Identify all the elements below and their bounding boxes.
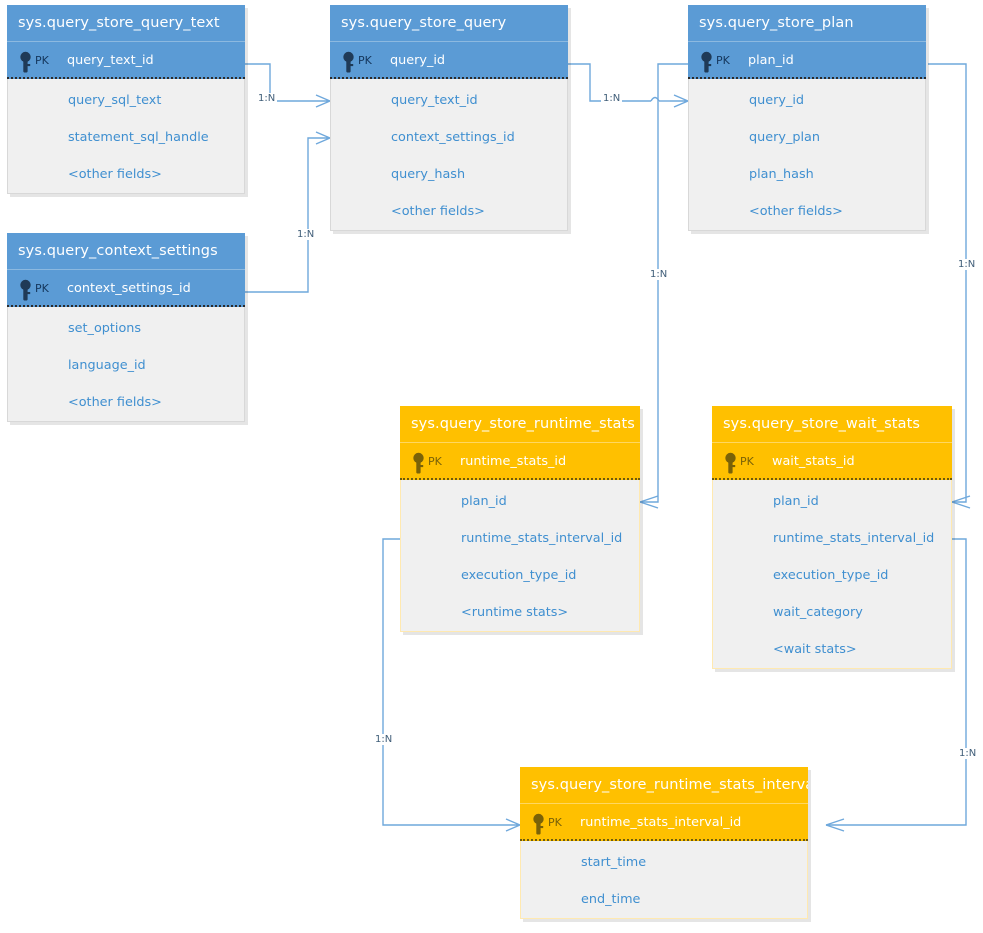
primary-key-icon xyxy=(341,51,361,73)
connector-plan-to-runtime-stats xyxy=(639,63,688,509)
field-row: plan_hash xyxy=(749,167,814,182)
pk-tag: PK xyxy=(740,455,754,468)
entity-query-store-runtime-stats-interval[interactable]: sys.query_store_runtime_stats_interval P… xyxy=(520,767,811,922)
pk-row-query-store-runtime-stats-interval: PK runtime_stats_interval_id xyxy=(520,804,808,841)
field-list-query-store-runtime-stats-interval: start_time end_time xyxy=(520,841,808,919)
pk-row-query-store-query-text: PK query_text_id xyxy=(7,42,245,79)
entity-title-query-store-query-text: sys.query_store_query_text xyxy=(7,5,245,42)
field-row: execution_type_id xyxy=(461,568,577,583)
field-list-query-store-plan: query_id query_plan plan_hash <other fie… xyxy=(688,79,926,231)
pk-field-name: wait_stats_id xyxy=(772,454,855,469)
pk-field-name: context_settings_id xyxy=(67,281,191,296)
pk-field-name: query_text_id xyxy=(67,53,154,68)
entity-query-store-query-text[interactable]: sys.query_store_query_text PK query_text… xyxy=(7,5,248,197)
pk-tag: PK xyxy=(35,54,49,67)
pk-field-name: runtime_stats_id xyxy=(460,454,567,469)
pk-field-name: query_id xyxy=(390,53,446,68)
cardinality-label-plan-runtime: 1:N xyxy=(648,269,670,280)
primary-key-icon xyxy=(699,51,719,73)
field-row: <other fields> xyxy=(749,204,843,219)
primary-key-icon xyxy=(531,813,551,835)
field-row: <other fields> xyxy=(391,204,485,219)
field-row: plan_id xyxy=(461,494,507,509)
pk-row-query-store-runtime-stats: PK runtime_stats_id xyxy=(400,443,640,480)
field-row: statement_sql_handle xyxy=(68,130,209,145)
field-row: query_text_id xyxy=(391,93,478,108)
pk-row-query-store-plan: PK plan_id xyxy=(688,42,926,79)
field-row: runtime_stats_interval_id xyxy=(461,531,623,546)
field-row: query_plan xyxy=(749,130,820,145)
pk-tag: PK xyxy=(428,455,442,468)
pk-tag: PK xyxy=(35,282,49,295)
entity-query-context-settings[interactable]: sys.query_context_settings PK context_se… xyxy=(7,233,248,425)
field-row: <other fields> xyxy=(68,167,162,182)
entity-title-query-store-wait-stats: sys.query_store_wait_stats xyxy=(712,406,952,443)
pk-tag: PK xyxy=(716,54,730,67)
primary-key-icon xyxy=(18,51,38,73)
connector-context-to-query xyxy=(245,131,331,293)
cardinality-label-plan-wait: 1:N xyxy=(956,259,978,270)
primary-key-icon xyxy=(18,279,38,301)
entity-title-query-store-runtime-stats: sys.query_store_runtime_stats xyxy=(400,406,640,443)
field-row: language_id xyxy=(68,358,146,373)
cardinality-label-interval-runtime: 1:N xyxy=(373,734,395,745)
field-row: runtime_stats_interval_id xyxy=(773,531,935,546)
field-list-query-store-query-text: query_sql_text statement_sql_handle <oth… xyxy=(7,79,245,194)
entity-query-store-wait-stats[interactable]: sys.query_store_wait_stats PK wait_stats… xyxy=(712,406,955,672)
field-row: <other fields> xyxy=(68,395,162,410)
field-list-query-store-query: query_text_id context_settings_id query_… xyxy=(330,79,568,231)
field-row: query_sql_text xyxy=(68,93,162,108)
entity-title-query-store-query: sys.query_store_query xyxy=(330,5,568,42)
pk-row-query-store-wait-stats: PK wait_stats_id xyxy=(712,443,952,480)
field-row: <wait stats> xyxy=(773,642,857,657)
pk-field-name: plan_id xyxy=(748,53,794,68)
pk-row-query-context-settings: PK context_settings_id xyxy=(7,270,245,307)
cardinality-label-context-query: 1:N xyxy=(295,229,317,240)
field-row: end_time xyxy=(581,892,641,907)
primary-key-icon xyxy=(723,452,743,474)
pk-tag: PK xyxy=(358,54,372,67)
cardinality-label-query-plan: 1:N xyxy=(601,93,623,104)
entity-title-query-context-settings: sys.query_context_settings xyxy=(7,233,245,270)
field-row: wait_category xyxy=(773,605,863,620)
field-row: context_settings_id xyxy=(391,130,515,145)
entity-query-store-plan[interactable]: sys.query_store_plan PK plan_id query_id… xyxy=(688,5,929,234)
cardinality-label-text-query: 1:N xyxy=(256,93,278,104)
field-list-query-context-settings: set_options language_id <other fields> xyxy=(7,307,245,422)
pk-field-name: runtime_stats_interval_id xyxy=(580,815,742,830)
entity-title-query-store-runtime-stats-interval: sys.query_store_runtime_stats_interval xyxy=(520,767,808,804)
pk-row-query-store-query: PK query_id xyxy=(330,42,568,79)
entity-query-store-runtime-stats[interactable]: sys.query_store_runtime_stats PK runtime… xyxy=(400,406,643,635)
field-list-query-store-wait-stats: plan_id runtime_stats_interval_id execut… xyxy=(712,480,952,669)
field-row: query_id xyxy=(749,93,805,108)
connector-query-to-plan xyxy=(568,63,689,108)
pk-tag: PK xyxy=(548,816,562,829)
field-row: plan_id xyxy=(773,494,819,509)
field-row: <runtime stats> xyxy=(461,605,569,620)
field-row: start_time xyxy=(581,855,647,870)
primary-key-icon xyxy=(411,452,431,474)
cardinality-label-interval-wait: 1:N xyxy=(957,748,979,759)
field-row: execution_type_id xyxy=(773,568,889,583)
field-row: set_options xyxy=(68,321,142,336)
entity-query-store-query[interactable]: sys.query_store_query PK query_id query_… xyxy=(330,5,571,234)
field-list-query-store-runtime-stats: plan_id runtime_stats_interval_id execut… xyxy=(400,480,640,632)
field-row: query_hash xyxy=(391,167,466,182)
entity-title-query-store-plan: sys.query_store_plan xyxy=(688,5,926,42)
